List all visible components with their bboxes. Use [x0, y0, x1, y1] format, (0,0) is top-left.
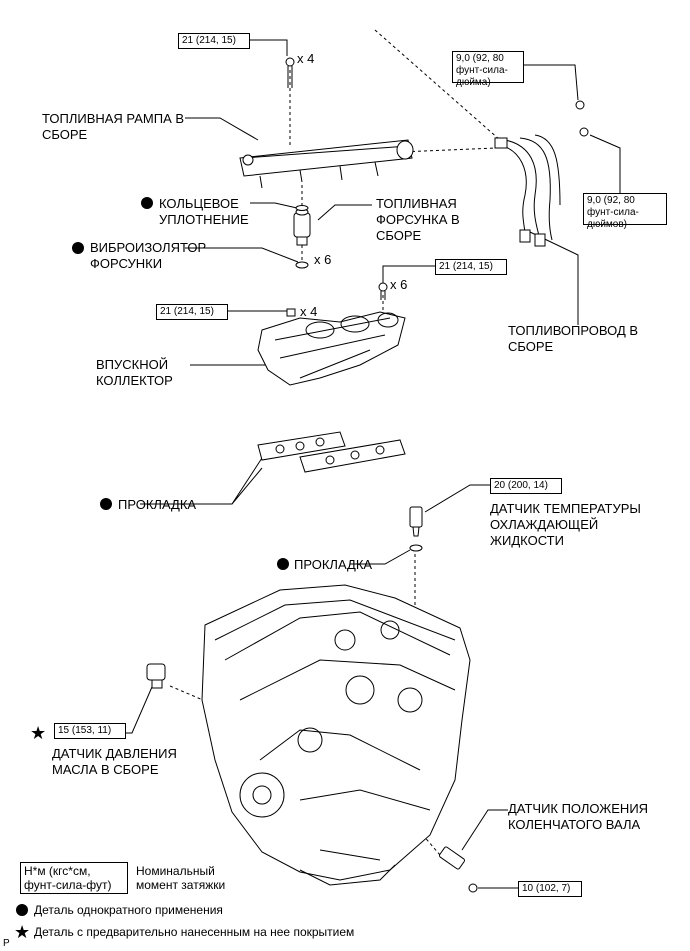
- non-reusable-dot-gasket-manifold: [100, 498, 112, 510]
- label-intake-manifold: ВПУСКНОЙ КОЛЛЕКТОР: [96, 357, 173, 388]
- non-reusable-dot-o-ring: [141, 197, 153, 209]
- leader-gasket-manifold: [140, 457, 263, 505]
- qty-manifold-stud: x 6: [390, 277, 408, 292]
- legend-precoated: Деталь с предварительно нанесенным на не…: [34, 925, 355, 939]
- torque-bracket-lower: 9,0 (92, 80 фунт-сила-дюймов): [583, 193, 667, 230]
- non-reusable-dot-insulator: [72, 242, 84, 254]
- torque-manifold-stud: 21 (214, 15): [435, 259, 507, 275]
- qty-rail-bolt: x 4: [297, 51, 315, 66]
- label-o-ring: КОЛЬЦЕВОЕ УПЛОТНЕНИЕ: [159, 196, 249, 227]
- torque-bracket-upper: 9,0 (92, 80 фунт-сила-дюйма): [452, 51, 524, 88]
- label-oil-sensor: ДАТЧИК ДАВЛЕНИЯ МАСЛА В СБОРЕ: [52, 746, 177, 777]
- torque-manifold-nut: 21 (214, 15): [156, 304, 228, 320]
- torque-rail-bolt: 21 (214, 15): [178, 33, 250, 49]
- leader-injector: [317, 204, 372, 221]
- label-injector: ТОПЛИВНАЯ ФОРСУНКА В СБОРЕ: [376, 196, 460, 243]
- label-insulator: ВИБРОИЗОЛЯТОР ФОРСУНКИ: [90, 240, 207, 271]
- leader-o-ring: [250, 202, 298, 209]
- label-gasket-sensor: ПРОКЛАДКА: [294, 557, 373, 572]
- leader-fuel-pipe: [529, 231, 579, 325]
- legend-torque-box: Н*м (кгс*см, фунт-сила-фут): [20, 862, 128, 894]
- qty-insulator: x 6: [314, 252, 332, 267]
- leader-fuel-rail: [185, 117, 259, 141]
- label-gasket-manifold: ПРОКЛАДКА: [118, 497, 197, 512]
- label-temp-sensor: ДАТЧИК ТЕМПЕРАТУРЫ ОХЛАЖДАЮЩЕЙ ЖИДКОСТИ: [490, 501, 641, 548]
- leader-gasket-sensor: [350, 549, 411, 565]
- leader-crank-sensor: [461, 809, 508, 851]
- label-fuel-pipe: ТОПЛИВОПРОВОД В СБОРЕ: [508, 323, 639, 354]
- leader-rail-bolt: [250, 39, 288, 56]
- torque-temp-sensor: 20 (200, 14): [490, 478, 562, 494]
- leader-manifold-stud: [382, 265, 435, 283]
- legend-dot: [16, 904, 28, 916]
- torque-crank-bolt: 10 (102, 7): [518, 881, 582, 897]
- legend-non-reusable: Деталь однократного применения: [34, 903, 223, 917]
- non-reusable-dot-gasket-sensor: [277, 558, 289, 570]
- qty-manifold-nut: x 4: [300, 304, 318, 319]
- precoated-star-icon: ★: [30, 723, 47, 743]
- leader-insulator: [185, 247, 299, 263]
- label-crank-sensor: ДАТЧИК ПОЛОЖЕНИЯ КОЛЕНЧАТОГО ВАЛА: [508, 801, 649, 832]
- corner-mark: P: [3, 938, 10, 949]
- legend-torque-desc: Номинальный момент затяжки: [136, 864, 226, 892]
- leader-temp-sensor: [424, 484, 490, 513]
- torque-oil-sensor: 15 (153, 11): [54, 723, 126, 739]
- legend-star-icon: ★: [14, 922, 31, 942]
- leader-bracket-upper: [522, 64, 579, 101]
- label-fuel-rail: ТОПЛИВНАЯ РАМПА В СБОРЕ: [42, 111, 185, 142]
